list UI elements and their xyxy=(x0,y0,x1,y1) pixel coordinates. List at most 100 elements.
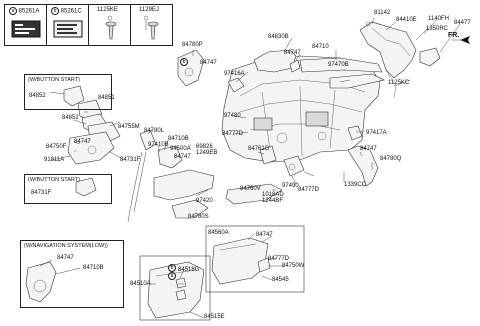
box-title: (W/BUTTON START) xyxy=(28,177,80,183)
callout-97417a: 97417A xyxy=(366,130,387,136)
callout-84710: 84710 xyxy=(312,44,329,50)
callout-84731f: 84731F xyxy=(31,190,52,196)
marker-a-glovebox: a xyxy=(168,272,176,281)
callout-84780s: 84780S xyxy=(188,214,209,220)
callout-84747: 84747 xyxy=(256,232,273,238)
callout-84545: 84545 xyxy=(272,277,289,283)
crash-pad-assembly xyxy=(221,55,381,163)
callout-84410e: 84410E xyxy=(396,17,417,23)
callout-84852: 84852 xyxy=(62,115,79,121)
callout-84851: 84851 xyxy=(98,95,115,101)
code-1129ej: 1129EJ xyxy=(139,7,159,13)
callout-84777d: 84777D xyxy=(268,256,290,262)
callout-84780q: 84780Q xyxy=(380,156,402,162)
callout-84761g: 84761G xyxy=(248,146,270,152)
box-title: (W/NAVIGATION SYSTEM(LOW)) xyxy=(24,243,108,249)
label-sticker-icon xyxy=(53,20,83,38)
screw-icon xyxy=(147,21,159,40)
callout-97490: 97490 xyxy=(282,183,299,189)
marker-a: a xyxy=(9,7,17,15)
callout-97410b: 97410B xyxy=(148,142,169,148)
callout-84747: 84747 xyxy=(360,146,377,152)
callout-94500a: 94500A xyxy=(170,146,191,152)
front-direction-arrow-icon xyxy=(452,36,470,44)
box-navigation: (W/NAVIGATION SYSTEM(LOW)) 84747 84710B xyxy=(20,240,124,308)
callout-84777d: 84777D xyxy=(222,131,244,137)
callout-1244bf: 1244BF xyxy=(262,198,284,204)
callout-84710b: 84710B xyxy=(168,136,189,142)
callout-84747-nav: 84747 xyxy=(57,255,74,261)
callout-84515e: 84515E xyxy=(204,314,225,320)
callout-84760v: 84760V xyxy=(240,186,261,192)
cowl-cross-bar-84410e xyxy=(359,21,441,99)
code-85261c: 85261C xyxy=(60,8,82,15)
box-title: (W/BUTTON START) xyxy=(28,77,80,83)
callout-84477: 84477 xyxy=(454,20,471,26)
callout-84747: 84747 xyxy=(174,154,191,160)
header-cell-b: b 85261C xyxy=(46,4,89,46)
callout-84510a: 84510A xyxy=(130,281,151,287)
box-button-start-1: (W/BUTTON START) 84852 xyxy=(24,74,112,110)
header-cell-a: a 85261A xyxy=(4,4,47,46)
air-duct-97470b xyxy=(299,57,385,89)
callout-81142: 81142 xyxy=(374,10,391,16)
callout-1018ad: 1018AD xyxy=(262,192,284,198)
header-cell-1125ke: 1125KE xyxy=(88,4,131,46)
bracket-84747-top xyxy=(289,59,301,73)
callout-1350rc: 1350RC xyxy=(426,26,449,32)
code-85261a: 85261A xyxy=(18,8,40,15)
callout-1125kc: 1125KC xyxy=(388,80,410,86)
cover-84852 xyxy=(63,85,85,107)
callout-84777d: 84777D xyxy=(298,187,320,193)
vent-97416a xyxy=(227,77,245,93)
callout-84750w: 84750W xyxy=(282,263,305,269)
code-1125ke: 1125KE xyxy=(97,7,118,13)
part-84731f xyxy=(75,177,97,197)
callout-84750f: 84750F xyxy=(46,144,67,150)
callout-84780p: 84780P xyxy=(182,42,203,48)
callout-1339cc: 1339CC xyxy=(344,182,367,188)
header-cell-1129ej: 1129EJ xyxy=(130,4,173,46)
cover-84780p xyxy=(177,49,205,87)
glove-box-84510a xyxy=(147,261,205,319)
callout-97470b: 97470B xyxy=(328,62,349,68)
leader-lines xyxy=(39,17,461,319)
garnish-84780l xyxy=(127,129,157,223)
panel-84710b xyxy=(157,145,183,169)
marker-b: b xyxy=(51,7,59,15)
front-label: FR. xyxy=(448,32,460,39)
marker-b-glovebox: b xyxy=(168,264,176,273)
switch-84761g xyxy=(259,145,305,177)
callout-84747: 84747 xyxy=(284,50,301,56)
callout-84747: 84747 xyxy=(74,139,91,145)
callout-1140fh: 1140FH xyxy=(428,16,449,22)
callout-84710b-nav: 84710B xyxy=(83,265,104,271)
lower-panel-84760v xyxy=(225,183,283,205)
glove-box-inset-frame xyxy=(205,225,305,293)
vent-97417a xyxy=(347,125,363,141)
lower-cover-97420 xyxy=(153,169,215,219)
box-button-start-2: (W/BUTTON START) 84731F xyxy=(24,174,112,204)
callout-1249eb: 1249EB xyxy=(196,150,218,156)
callout-97420: 97420 xyxy=(196,198,213,204)
nav-panel-84710b xyxy=(25,261,57,303)
callout-84731f: 84731F xyxy=(120,157,141,163)
callout-84560a: 84560A xyxy=(208,230,229,236)
callout-84755m: 84755M xyxy=(118,124,140,130)
callout-84747: 84747 xyxy=(200,60,217,66)
callout-97480: 97480 xyxy=(224,113,241,119)
screw-icon xyxy=(105,21,117,40)
callout-69826: 69826 xyxy=(196,144,213,150)
callout-84852-box: 84852 xyxy=(29,93,46,99)
callout-97416a: 97416A xyxy=(224,71,245,77)
garnish-84780q xyxy=(347,145,379,187)
marker-b-top: b xyxy=(180,58,188,67)
callout-84830b: 84830B xyxy=(268,34,289,40)
glove-box-housing-84750w xyxy=(211,237,271,285)
glove-box-lower-frame xyxy=(139,255,211,321)
lower-panel-84755m xyxy=(67,121,121,165)
callout-84518g: 84518G xyxy=(178,267,200,273)
callout-84780l: 84780L xyxy=(144,128,165,134)
label-sticker-icon xyxy=(11,20,41,38)
